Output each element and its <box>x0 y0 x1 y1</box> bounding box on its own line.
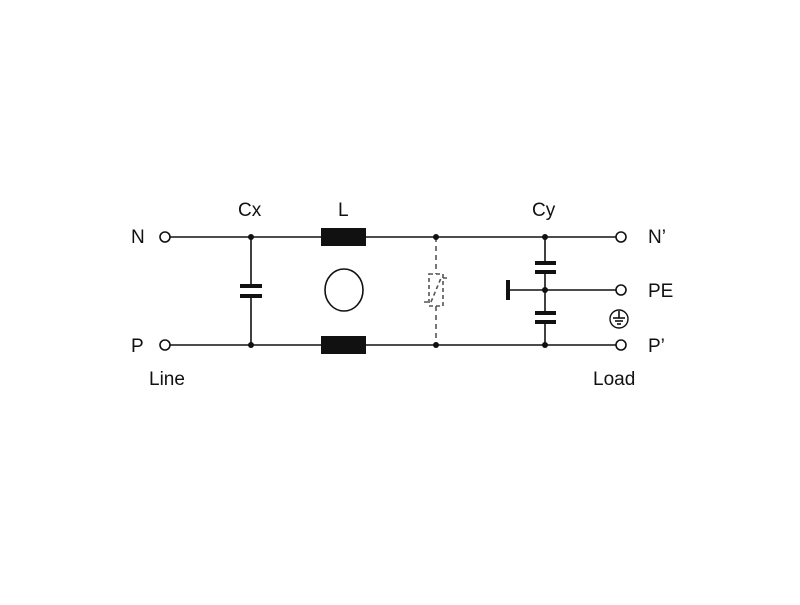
terminal-pe <box>615 284 627 296</box>
terminal-p-out <box>615 339 627 351</box>
label-p-out: P’ <box>648 336 665 357</box>
pe-connection <box>506 280 616 300</box>
label-p-in: P <box>131 336 144 357</box>
terminal-p-in <box>159 339 171 351</box>
label-l: L <box>338 200 349 221</box>
label-cy: Cy <box>532 200 556 221</box>
varistor-icon <box>424 234 448 348</box>
label-line: Line <box>149 369 185 390</box>
label-n-out: N’ <box>648 227 666 248</box>
cy-capacitors <box>535 234 556 348</box>
cx-capacitor <box>240 234 262 348</box>
terminal-n-in <box>159 231 171 243</box>
inductor-top <box>321 228 366 246</box>
inductor-bottom <box>321 336 366 354</box>
terminal-n-out <box>615 231 627 243</box>
label-cx: Cx <box>238 200 262 221</box>
protective-earth-icon <box>609 309 629 329</box>
toroid-core-icon <box>324 268 364 312</box>
label-load: Load <box>593 369 635 390</box>
label-pe: PE <box>648 281 673 302</box>
label-n-in: N <box>131 227 145 248</box>
